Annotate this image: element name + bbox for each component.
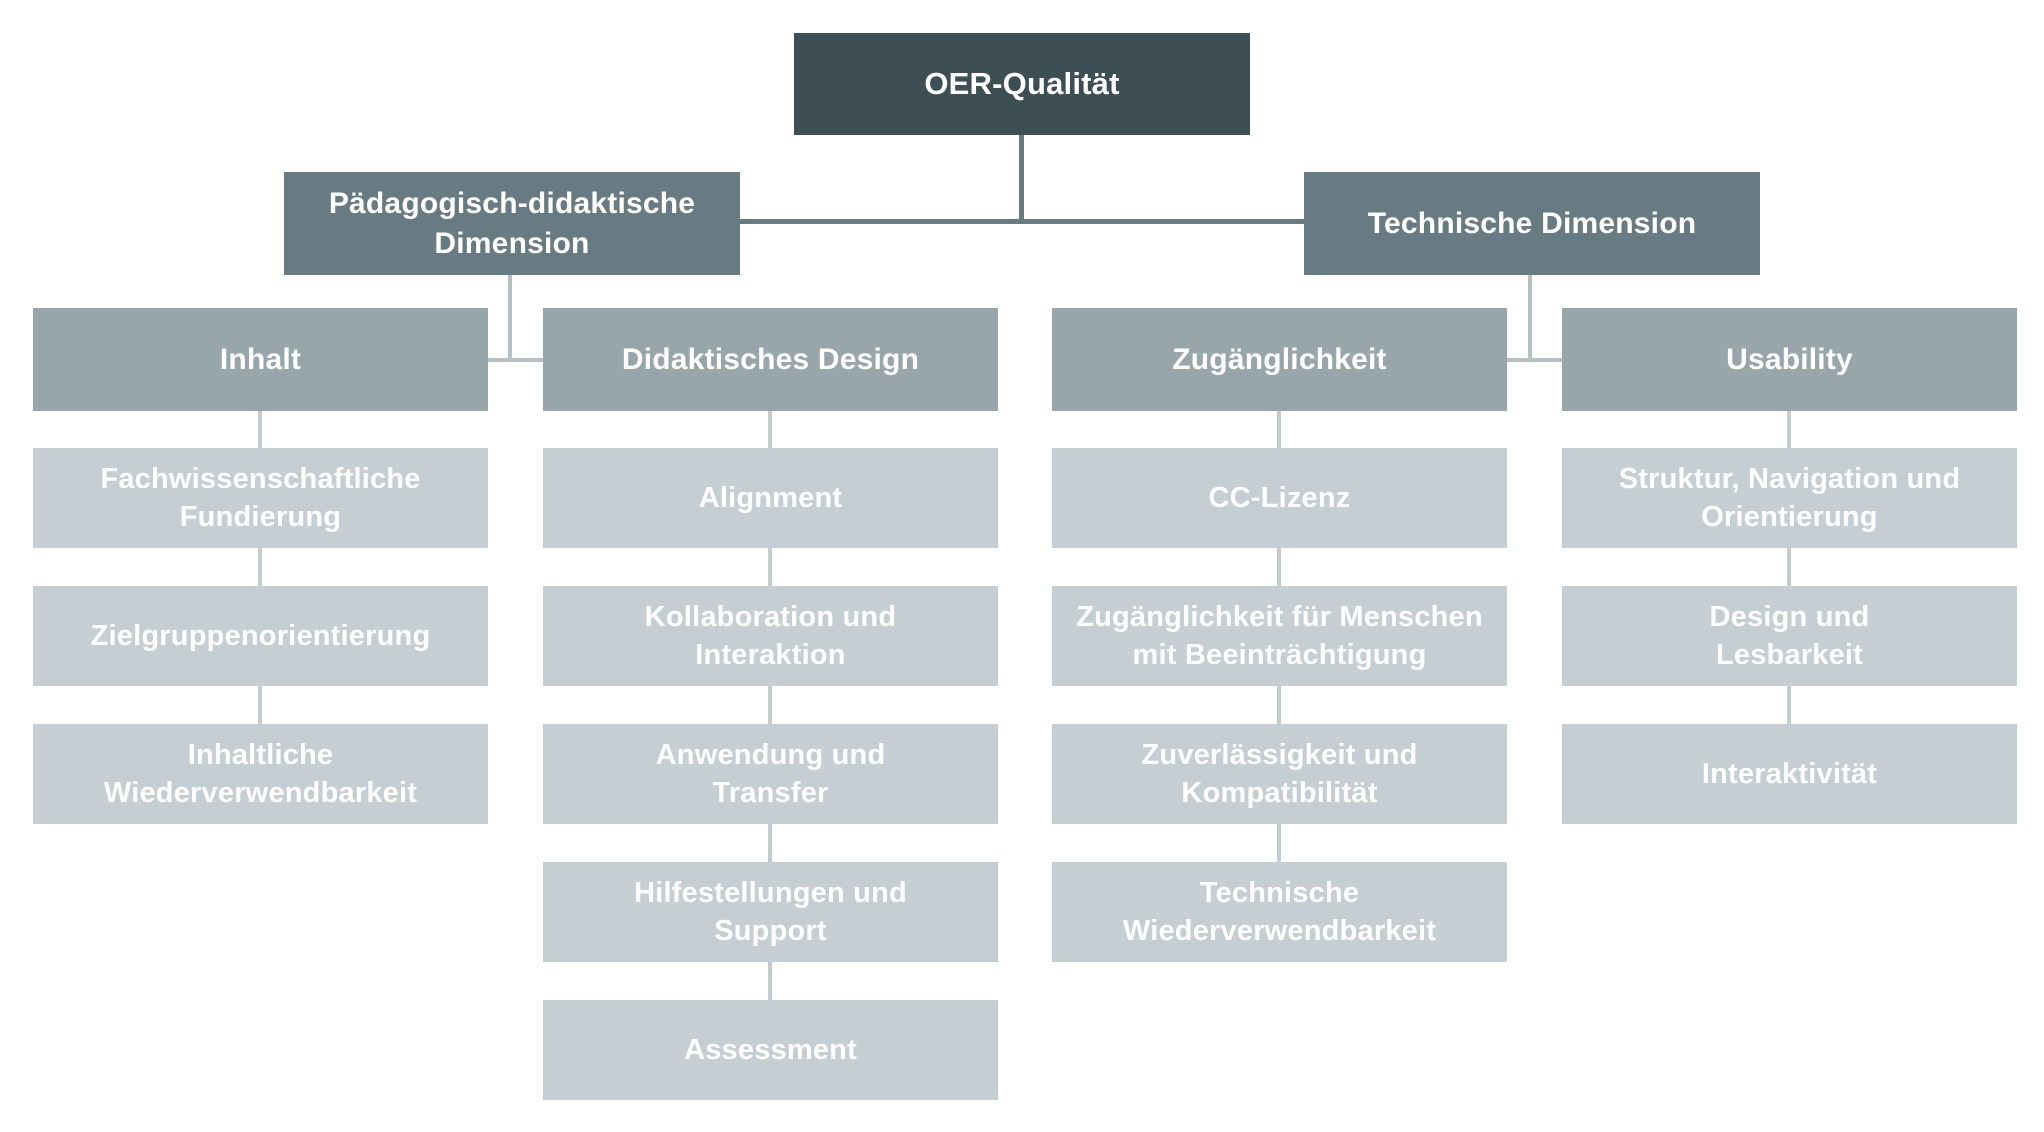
connector-root-horizontal <box>740 219 1304 224</box>
connector-col2-seg2 <box>768 548 772 586</box>
node-inhalt: Inhalt <box>33 308 488 411</box>
connector-col4-seg2 <box>1787 548 1791 586</box>
node-zugaenglichkeit-fuer-menschen: Zugänglichkeit für Menschen mit Beeinträ… <box>1052 586 1507 686</box>
connector-col3-seg3 <box>1277 686 1281 724</box>
node-anwendung-und-transfer: Anwendung und Transfer <box>543 724 998 824</box>
connector-col1-seg2 <box>258 548 262 586</box>
node-inhaltliche-wiederverwendbarkeit: Inhaltliche Wiederverwendbarkeit <box>33 724 488 824</box>
node-zuverlaessigkeit-und-kompatibilitaet: Zuverlässigkeit und Kompatibilität <box>1052 724 1507 824</box>
connector-right-dimension-vertical <box>1528 275 1532 362</box>
node-didaktisches-design: Didaktisches Design <box>543 308 998 411</box>
node-struktur-navigation-orientierung: Struktur, Navigation und Orientierung <box>1562 448 2017 548</box>
node-interaktivitaet: Interaktivität <box>1562 724 2017 824</box>
connector-left-dimension-vertical <box>508 275 512 362</box>
node-assessment: Assessment <box>543 1000 998 1100</box>
connector-col4-seg1 <box>1787 411 1791 448</box>
node-alignment: Alignment <box>543 448 998 548</box>
connector-col2-seg3 <box>768 686 772 724</box>
node-paedagogisch-didaktische-dimension: Pädagogisch-didaktische Dimension <box>284 172 740 275</box>
node-fachwissenschaftliche-fundierung: Fachwissenschaftliche Fundierung <box>33 448 488 548</box>
connector-col3-seg4 <box>1277 824 1281 862</box>
connector-right-dimension-horizontal <box>1507 358 1562 362</box>
node-technische-dimension: Technische Dimension <box>1304 172 1760 275</box>
node-cc-lizenz: CC-Lizenz <box>1052 448 1507 548</box>
connector-col3-seg1 <box>1277 411 1281 448</box>
node-zugaenglichkeit: Zugänglichkeit <box>1052 308 1507 411</box>
connector-left-dimension-horizontal <box>488 358 543 362</box>
connector-col4-seg3 <box>1787 686 1791 724</box>
connector-col3-seg2 <box>1277 548 1281 586</box>
connector-col2-seg1 <box>768 411 772 448</box>
connector-col1-seg1 <box>258 411 262 448</box>
node-kollaboration-und-interaktion: Kollaboration und Interaktion <box>543 586 998 686</box>
connector-root-vertical <box>1019 135 1024 224</box>
node-hilfestellungen-und-support: Hilfestellungen und Support <box>543 862 998 962</box>
connector-col2-seg4 <box>768 824 772 862</box>
node-usability: Usability <box>1562 308 2017 411</box>
node-zielgruppenorientierung: Zielgruppenorientierung <box>33 586 488 686</box>
connector-col1-seg3 <box>258 686 262 724</box>
connector-col2-seg5 <box>768 962 772 1000</box>
node-oer-qualitaet: OER-Qualität <box>794 33 1250 135</box>
node-technische-wiederverwendbarkeit: Technische Wiederverwendbarkeit <box>1052 862 1507 962</box>
node-design-und-lesbarkeit: Design und Lesbarkeit <box>1562 586 2017 686</box>
